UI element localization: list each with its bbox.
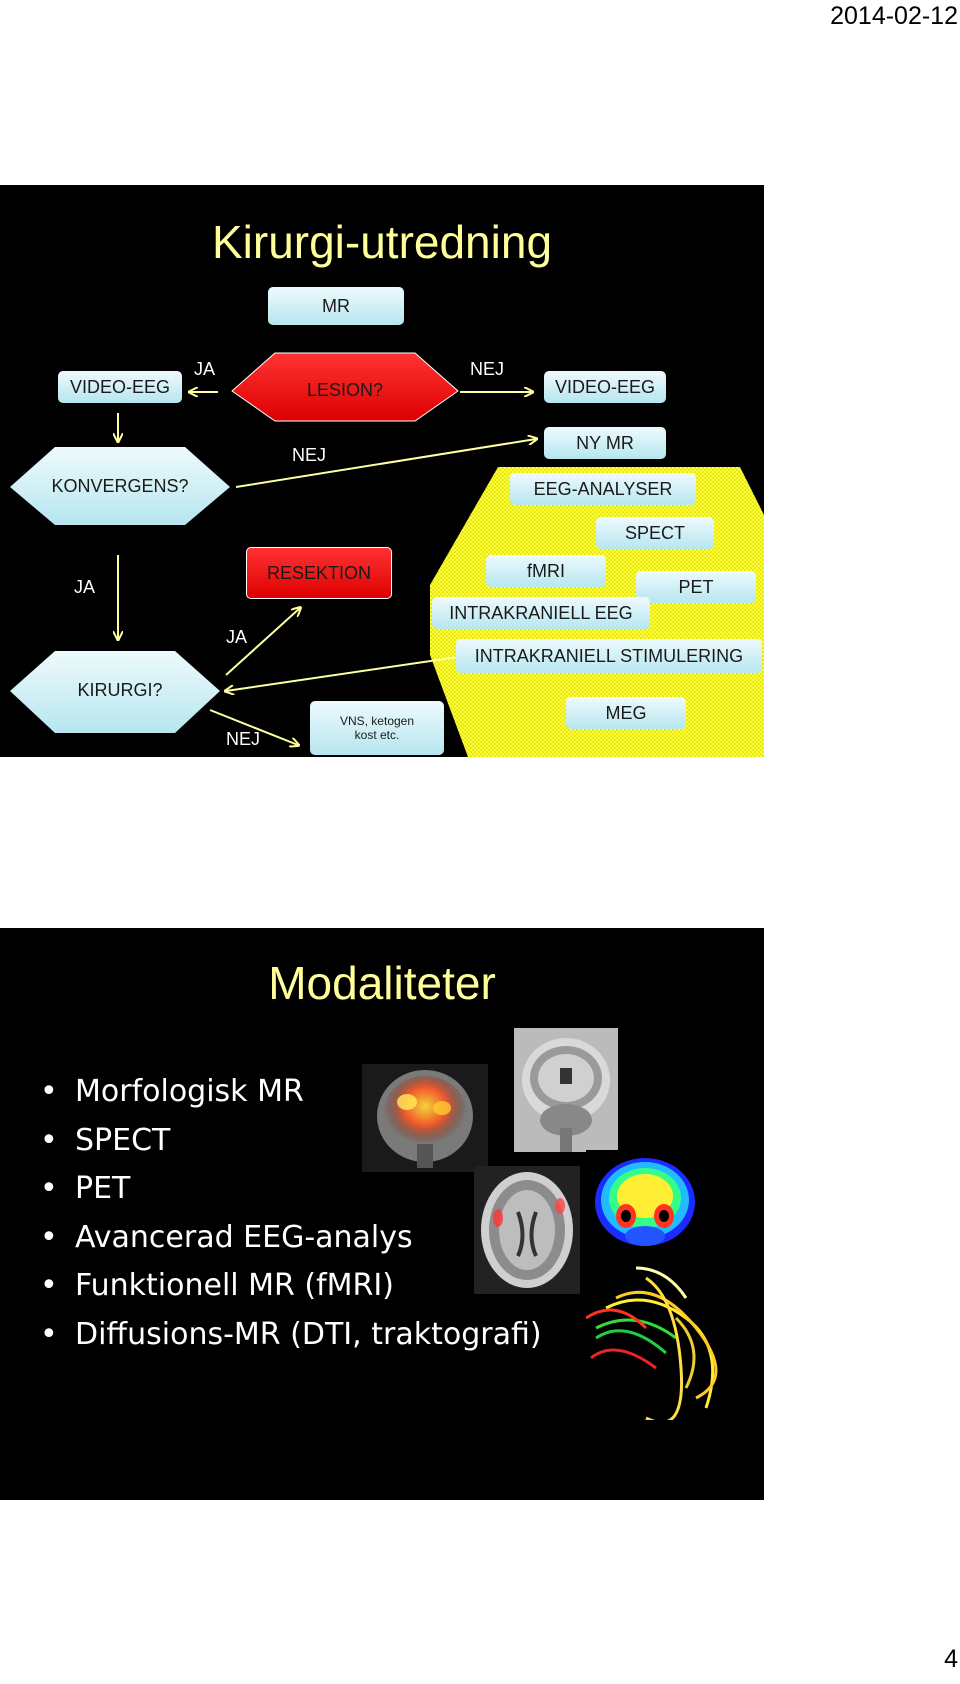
list-item: •SPECT	[40, 1122, 171, 1158]
konvergens-decision-label: KONVERGENS?	[51, 476, 189, 496]
brain-tractography-dti-image	[586, 1258, 726, 1420]
slide-title: Modaliteter	[268, 957, 496, 1009]
arrow-kirurgi-to-resektion	[225, 608, 300, 676]
intrakraniell-eeg-box: INTRAKRANIELL EEG	[432, 597, 650, 629]
slide-modaliteter: Modaliteter •Morfologisk MR •SPECT •PET …	[0, 928, 764, 1500]
fmri-box: fMRI	[486, 555, 606, 587]
meg-box: MEG	[566, 697, 686, 729]
eeg-analyser-box: EEG-ANALYSER	[510, 473, 696, 505]
slide-kirurgi-utredning: Kirurgi-utredning MR VIDEO-EEG VIDEO-EEG…	[0, 185, 764, 757]
resektion-box: RESEKTION	[246, 547, 392, 599]
video-eeg-left-box: VIDEO-EEG	[58, 371, 182, 403]
kirurgi-decision-label: KIRURGI?	[77, 680, 163, 700]
label-nej-bottom: NEJ	[226, 729, 261, 749]
list-item: •Avancerad EEG-analys	[40, 1219, 413, 1255]
mr-box: MR	[268, 287, 404, 325]
brain-scan-axial-fmri-image	[474, 1166, 580, 1294]
lesion-decision-label: LESION?	[306, 380, 384, 400]
label-nej-top: NEJ	[470, 359, 505, 379]
vns-line-1: VNS, ketogen	[339, 714, 415, 728]
arrow-konvergens-to-ny-mr	[235, 439, 536, 488]
video-eeg-right-box: VIDEO-EEG	[544, 371, 666, 403]
brain-scan-coronal-mri-image	[514, 1028, 618, 1152]
arrow-kirurgi-to-vns	[209, 709, 298, 745]
pet-box: PET	[636, 571, 756, 603]
spect-box: SPECT	[596, 517, 714, 549]
vns-box: VNS, ketogen kost etc.	[310, 701, 444, 755]
label-ja-mid: JA	[226, 627, 248, 647]
page-number: 4	[944, 1645, 958, 1673]
label-nej-mid: NEJ	[292, 445, 327, 465]
page-date: 2014-02-12	[830, 2, 958, 30]
modality-list: •Morfologisk MR •SPECT •PET •Avancerad E…	[40, 1068, 542, 1359]
label-ja-top: JA	[194, 359, 216, 379]
kirurgi-decision-shape	[10, 651, 220, 733]
intrakraniell-stimulering-box: INTRAKRANIELL STIMULERING	[456, 639, 762, 673]
list-item: •PET	[40, 1171, 131, 1206]
label-ja-left: JA	[74, 577, 96, 597]
slide-title: Kirurgi-utredning	[211, 216, 553, 268]
list-item: •Funktionell MR (fMRI)	[40, 1268, 394, 1303]
brain-scan-pet-mri-overlay-image	[362, 1064, 488, 1172]
list-item: •Morfologisk MR	[40, 1074, 304, 1109]
list-item: •Diffusions-MR (DTI, traktografi)	[40, 1316, 542, 1352]
brain-scan-spect-image	[586, 1150, 704, 1256]
arrow-investigation-to-kirurgi	[226, 656, 459, 691]
ny-mr-box: NY MR	[544, 427, 666, 459]
lesion-decision-shape	[231, 352, 459, 422]
vns-line-2: kost etc.	[354, 728, 400, 742]
konvergens-decision-shape	[10, 447, 230, 525]
